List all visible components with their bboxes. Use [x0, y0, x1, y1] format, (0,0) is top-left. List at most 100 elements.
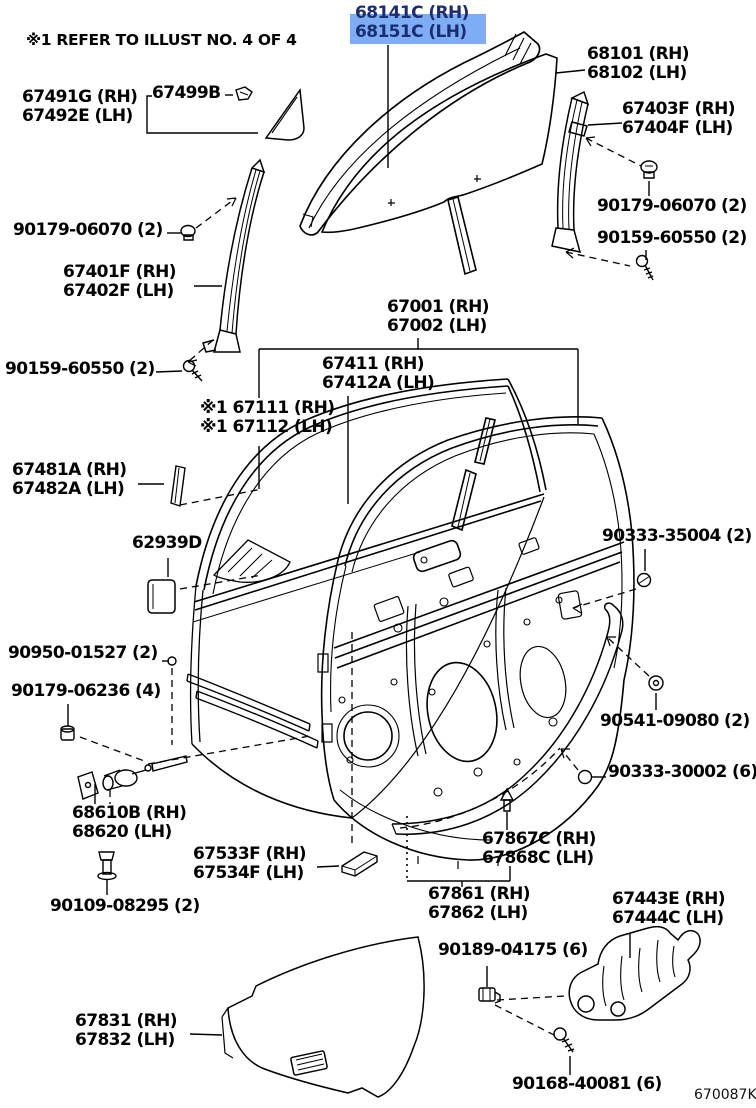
- door-frame-panel-icon: [189, 378, 547, 819]
- grommet-lh-icon: [180, 224, 196, 241]
- part-label-68610b-68620[interactable]: 68610B (RH)68620 (LH): [72, 803, 187, 842]
- part-label-67111-67112[interactable]: ※1 67111 (RH)※1 67112 (LH): [200, 398, 335, 437]
- part-label-line: 68151C (LH): [355, 22, 467, 42]
- part-label-line: 68141C (RH): [355, 3, 469, 23]
- part-label-90179-06236[interactable]: 90179-06236 (4): [11, 682, 161, 701]
- screw-rh-icon: [635, 254, 654, 281]
- cushion-67533f-icon: [341, 851, 378, 877]
- part-label-90179-06070-rh[interactable]: 90179-06070 (2): [597, 197, 747, 216]
- selected-part-highlight: [350, 14, 486, 44]
- part-label-line: 67481A (RH): [12, 460, 127, 480]
- part-label-line: 67002 (LH): [387, 316, 487, 336]
- part-label-line: 67832 (LH): [75, 1030, 175, 1050]
- screw-lh-icon: [182, 359, 203, 382]
- reference-note: ※1 REFER TO ILLUST NO. 4 OF 4: [26, 31, 297, 49]
- leader-lines: [67, 45, 657, 1075]
- part-label-line: 67499B: [152, 83, 221, 103]
- glass-run-weatherstrip-icon: [299, 30, 541, 236]
- part-label-line: 67444C (LH): [612, 908, 724, 928]
- bolt-90109-icon: [97, 851, 117, 881]
- part-label-67481a-67482a[interactable]: 67481A (RH)67482A (LH): [12, 460, 127, 499]
- part-label-line: 90333-35004 (2): [602, 526, 752, 546]
- protector-plate-icon: [568, 925, 701, 1021]
- front-sash-icon: [202, 158, 266, 353]
- corner-trim-icon: [264, 87, 305, 141]
- part-label-line: 90168-40081 (6): [512, 1074, 662, 1094]
- part-label-line: 90179-06070 (2): [13, 220, 163, 240]
- part-label-line: ※1 67112 (LH): [200, 417, 333, 437]
- part-label-line: 67402F (LH): [63, 281, 174, 301]
- part-label-line: 68620 (LH): [72, 822, 172, 842]
- door-inner-panel-icon: [317, 416, 635, 869]
- part-label-line: 68610B (RH): [72, 803, 187, 823]
- grommet-90333-35004-icon: [636, 572, 652, 588]
- part-label-67001-67002[interactable]: 67001 (RH)67002 (LH): [387, 297, 490, 336]
- part-label-90541-09080[interactable]: 90541-09080 (2): [600, 712, 750, 731]
- part-label-68101-68102[interactable]: 68101 (RH)68102 (LH): [587, 45, 690, 83]
- clip-90189-icon: [478, 987, 501, 1004]
- front-division-bar-icon: [551, 90, 590, 253]
- part-label-90179-06070-lh[interactable]: 90179-06070 (2): [13, 221, 163, 240]
- frame-molding-stick-icon: [170, 465, 186, 507]
- part-label-line: 67867C (RH): [482, 829, 596, 849]
- part-label-line: 67862 (LH): [428, 903, 528, 923]
- dashed-lines: [79, 137, 650, 1038]
- part-label-line: 68102 (LH): [587, 63, 687, 83]
- part-label-line: 90159-60550 (2): [597, 228, 747, 248]
- part-label-line: 90333-30002 (6): [608, 762, 756, 782]
- part-label-line: 67492E (LH): [22, 106, 133, 126]
- part-label-line: ※1 67111 (RH): [200, 398, 335, 418]
- part-label-line: 67534F (LH): [193, 863, 304, 883]
- clip-90333-30002-icon: [577, 769, 593, 785]
- part-label-line: 90109-08295 (2): [50, 896, 200, 916]
- part-label-line: 67868C (LH): [482, 848, 594, 868]
- clip-67499b-icon: [235, 86, 253, 101]
- screw-90168-icon: [553, 1027, 575, 1053]
- part-label-line: 67404F (LH): [622, 118, 733, 138]
- part-label-90159-60550-lh[interactable]: 90159-60550 (2): [5, 360, 155, 379]
- door-glass-icon: [320, 53, 558, 276]
- part-label-line: 67411 (RH): [322, 354, 425, 374]
- part-label-67443e-67444c[interactable]: 67443E (RH)67444C (LH): [612, 889, 726, 928]
- pin-90950-icon: [167, 656, 177, 666]
- part-label-line: 67861 (RH): [428, 884, 531, 904]
- part-label-line: 67001 (RH): [387, 297, 490, 317]
- part-label-67411-67412a[interactable]: 67411 (RH)67412A (LH): [322, 354, 435, 393]
- part-label-90168-40081[interactable]: 90168-40081 (6): [512, 1075, 662, 1094]
- part-label-62939d[interactable]: 62939D: [132, 534, 202, 553]
- check-strap-icon: [77, 755, 188, 800]
- part-label-67401f-67402f[interactable]: 67401F (RH)67402F (LH): [63, 263, 177, 301]
- part-label-67533f-67534f[interactable]: 67533F (RH)67534F (LH): [193, 845, 307, 883]
- part-label-90189-04175[interactable]: 90189-04175 (6): [438, 941, 588, 960]
- vapor-sheet-icon: [221, 936, 425, 1098]
- part-label-line: 67443E (RH): [612, 889, 726, 909]
- part-label-line: 90179-06070 (2): [597, 196, 747, 216]
- part-label-line: 67412A (LH): [322, 373, 435, 393]
- part-label-line: 90541-09080 (2): [600, 711, 750, 731]
- grommet-rh-icon: [640, 160, 658, 179]
- dashed-line-arrowheads: [187, 136, 616, 759]
- part-label-67861-67862[interactable]: 67861 (RH)67862 (LH): [428, 884, 531, 923]
- part-label-line: 90189-04175 (6): [438, 940, 588, 960]
- door-weatherstrip-icon: [391, 602, 624, 835]
- grommet-90179-06236-icon: [60, 725, 75, 741]
- pin-90541-icon: [648, 675, 664, 691]
- part-label-68141c-68151c[interactable]: 68141C (RH)68151C (LH): [350, 3, 486, 44]
- part-label-line: 90179-06236 (4): [11, 681, 161, 701]
- part-label-line: 90950-01527 (2): [8, 643, 158, 663]
- part-label-line: 67831 (RH): [75, 1011, 178, 1031]
- part-label-90333-30002[interactable]: 90333-30002 (6): [608, 763, 756, 782]
- pad-62939d-icon: [147, 579, 176, 614]
- part-label-90950-01527[interactable]: 90950-01527 (2): [8, 644, 158, 663]
- part-label-67403f-67404f[interactable]: 67403F (RH)67404F (LH): [622, 100, 736, 138]
- part-label-90159-60550-rh[interactable]: 90159-60550 (2): [597, 229, 747, 248]
- part-label-90109-08295[interactable]: 90109-08295 (2): [50, 897, 200, 916]
- part-label-67831-67832[interactable]: 67831 (RH)67832 (LH): [75, 1011, 178, 1050]
- part-label-67491g-67492e[interactable]: 67491G (RH)67492E (LH): [22, 88, 138, 126]
- part-label-90333-35004[interactable]: 90333-35004 (2): [602, 527, 752, 546]
- part-label-67499b[interactable]: 67499B: [152, 84, 221, 103]
- part-label-67867c-67868c[interactable]: 67867C (RH)67868C (LH): [482, 830, 596, 868]
- belt-moldings-icon: [186, 673, 319, 749]
